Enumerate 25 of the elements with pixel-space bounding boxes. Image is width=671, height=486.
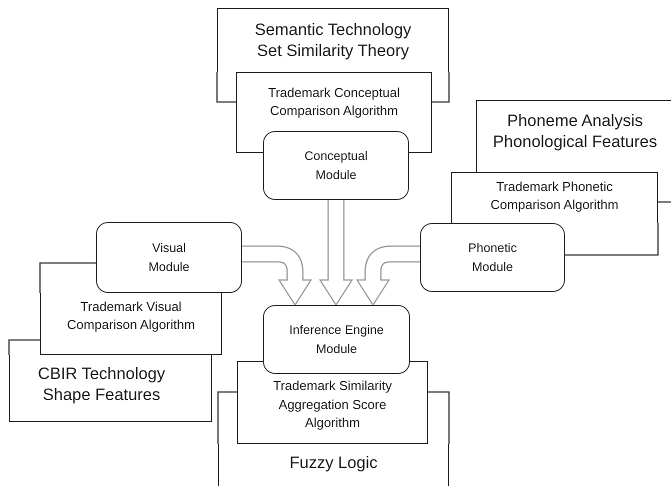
block-arrow xyxy=(356,246,420,306)
module-box xyxy=(420,223,565,292)
module-label: Inference Engine Module xyxy=(288,322,385,358)
technology-box xyxy=(218,444,449,486)
module-label: Visual Module xyxy=(148,240,190,276)
module-box xyxy=(96,222,242,293)
box-label: Phoneme Analysis Phonological Features xyxy=(492,111,658,153)
box-label: CBIR Technology Shape Features xyxy=(36,364,166,406)
box-label: Trademark Visual Comparison Algorithm xyxy=(66,298,196,334)
box-label: Trademark Similarity Aggregation Score Algorithm xyxy=(272,377,393,432)
block-arrow xyxy=(319,200,353,306)
technology-box xyxy=(9,355,212,422)
module-box xyxy=(263,131,409,200)
algorithm-box xyxy=(40,293,222,355)
algorithm-box xyxy=(451,172,658,223)
technology-box xyxy=(217,8,449,72)
module-label: Conceptual Module xyxy=(303,148,369,184)
box-label: Fuzzy Logic xyxy=(288,453,379,474)
block-arrow xyxy=(242,246,312,306)
box-label: Trademark Phonetic Comparison Algorithm xyxy=(490,178,620,214)
technology-box xyxy=(476,100,671,172)
module-box xyxy=(263,305,410,374)
box-label: Trademark Conceptual Comparison Algorithm xyxy=(267,84,401,120)
box-label: Semantic Technology Set Similarity Theory xyxy=(254,20,412,62)
module-label: Phonetic Module xyxy=(467,240,518,276)
